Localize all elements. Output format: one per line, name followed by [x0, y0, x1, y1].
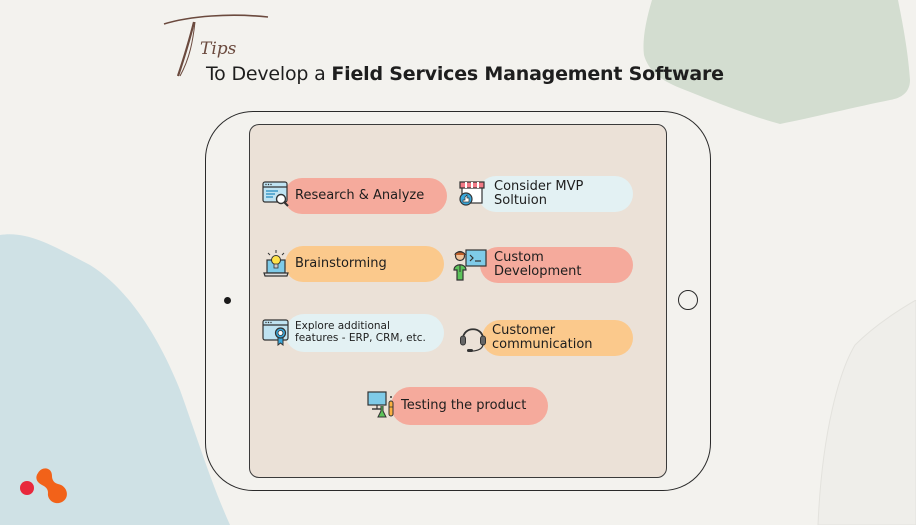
header: Tips To Develop a Field Services Managem…: [160, 8, 760, 88]
page-title: To Develop a Field Services Management S…: [206, 63, 724, 85]
tip-label-line2: communication: [492, 337, 593, 352]
store-thumbs-up-icon: [459, 181, 485, 206]
browser-badge-icon: [262, 319, 289, 346]
grey-watercolor-blob: [817, 300, 916, 525]
research-browser-search-icon: [262, 181, 289, 207]
tip-testing-product: Testing the product: [391, 387, 548, 425]
headset-icon: [460, 328, 486, 352]
tip-brainstorming: Brainstorming: [285, 246, 444, 282]
tip-research-analyze: Research & Analyze: [284, 178, 447, 214]
company-logo: [20, 468, 67, 504]
tip-label-line1: Explore additional: [295, 320, 390, 333]
tip-label: Research & Analyze: [295, 187, 425, 203]
tip-label: Brainstorming: [295, 255, 387, 271]
title-bold: Field Services Management Software: [331, 63, 724, 85]
green-watercolor-blob: [643, 0, 910, 124]
blue-watercolor-blob: [0, 234, 230, 525]
tip-customer-communication: Customer communication: [482, 320, 633, 356]
tip-label-line1: Consider MVP: [494, 178, 584, 194]
tip-label-line1: Customer: [492, 322, 556, 338]
tips-script-logo: Tips: [163, 14, 269, 77]
tip-label: Testing the product: [401, 397, 527, 413]
developer-terminal-icon: [453, 249, 487, 281]
tip-consider-mvp: Consider MVP Soltuion: [478, 176, 633, 212]
tip-label-line2: Soltuion: [494, 193, 547, 208]
tablet-camera: [224, 297, 231, 304]
tip-label-line2: features - ERP, CRM, etc.: [295, 332, 426, 344]
monitor-flask-icon: [367, 391, 394, 418]
tablet-frame: [205, 111, 711, 491]
svg-text:Tips: Tips: [200, 39, 237, 59]
tip-label-line2: Development: [494, 264, 582, 279]
tip-custom-development: Custom Development: [480, 247, 633, 283]
tablet-home-button: [678, 290, 698, 310]
tip-label-line1: Custom: [494, 249, 544, 265]
title-light: To Develop a: [206, 63, 332, 85]
tip-explore-features: Explore additional features - ERP, CRM, …: [285, 314, 444, 352]
laptop-lightbulb-icon: [263, 250, 289, 277]
